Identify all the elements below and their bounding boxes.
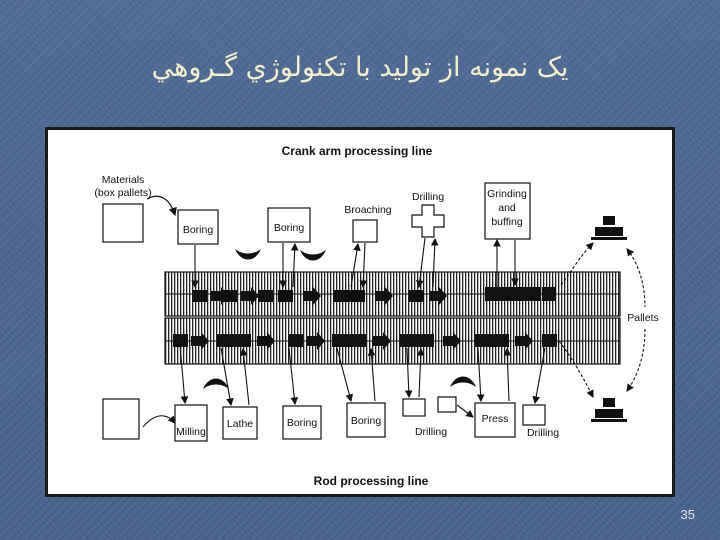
robot-arm-icon: [450, 376, 476, 387]
station-label: Boring: [183, 224, 214, 236]
station-boring-top-2: [267, 207, 311, 243]
conveyor-pallet: [333, 290, 365, 302]
flow-arrow: [375, 287, 393, 305]
pallets-label: Pallets: [627, 312, 659, 324]
station-label: Drilling: [415, 426, 447, 438]
conveyor-pallet: [173, 334, 188, 347]
station-drilling-top: [411, 204, 445, 238]
materials-top: Materials (box pallets): [94, 174, 177, 243]
robot-arms: [203, 249, 476, 389]
station-label: Boring: [287, 417, 318, 429]
station-label: Boring: [274, 222, 305, 234]
conveyor-pallet: [409, 290, 424, 302]
station-lathe: [222, 406, 258, 440]
flow-arrow: [429, 287, 447, 305]
flow-arrow: [241, 287, 259, 305]
materials-arrow: [146, 195, 177, 217]
materials-box-top: [102, 203, 144, 243]
flow-arrow: [307, 332, 325, 350]
flow-arrow: [373, 332, 391, 350]
station-label: and: [498, 202, 516, 214]
station-label: Press: [482, 413, 509, 425]
conveyor-lines: [164, 271, 621, 365]
materials-sublabel: (box pallets): [94, 187, 151, 199]
rod-line-title: Rod processing line: [314, 474, 429, 488]
station-press: [474, 402, 516, 438]
conveyor-pallet: [192, 290, 207, 302]
station-label: Lathe: [227, 418, 253, 430]
flow-arrows: [191, 287, 533, 350]
conveyor-pallet: [542, 334, 557, 347]
station-label: Boring: [351, 415, 382, 427]
station-label: buffing: [491, 216, 522, 228]
robot-arm-icon: [300, 250, 326, 261]
conveyor-pallet: [288, 334, 303, 347]
conveyor-pallet: [475, 334, 509, 347]
station-drilling-bottom-1-box: [402, 398, 426, 417]
station-milling: [174, 404, 208, 442]
conveyor-pallet: [485, 287, 541, 301]
station-label: Grinding: [487, 188, 527, 200]
materials-label: Materials: [102, 174, 145, 186]
flow-arrow: [515, 332, 533, 350]
manufacturing-diagram: Crank arm processing line Rod processing…: [45, 127, 675, 497]
pallet-stack-bottom: [591, 398, 627, 422]
bottom-stations: Milling Lathe Boring Boring Drilling Pre…: [174, 396, 559, 442]
flow-arrow: [191, 332, 209, 350]
flow-arrow: [443, 332, 461, 350]
conveyor-pallets: [173, 287, 557, 347]
station-label: Milling: [176, 426, 206, 438]
conveyor-pallet: [400, 334, 434, 347]
conveyor-pallet: [278, 290, 293, 302]
conveyor-pallet: [258, 290, 273, 302]
crank-arm-line-title: Crank arm processing line: [282, 144, 433, 158]
conveyor-pallet: [542, 287, 556, 301]
flow-arrow: [303, 287, 321, 305]
materials-box-bottom: [102, 398, 140, 440]
conveyor-pallet: [332, 334, 366, 347]
flow-arrow: [257, 332, 275, 350]
station-broaching: [352, 219, 378, 243]
pallet-stack-top: [591, 216, 627, 240]
transfer-arrows-top: [191, 237, 519, 289]
top-stations: Boring Boring Broaching Drilling Grindin…: [177, 182, 531, 245]
diagram-canvas: Crank arm processing line Rod processing…: [48, 130, 672, 494]
station-drilling-bottom-2-box: [522, 404, 546, 426]
robot-arm-icon: [235, 249, 261, 260]
station-grinding-buffing: [484, 182, 531, 240]
robot-arm-icon: [203, 378, 229, 389]
transfer-arrows-bottom: [179, 344, 546, 418]
station-boring-top-1: [177, 209, 219, 245]
slide-title: یک نمونه از تولید با تکنولوژي گـروهي: [151, 52, 569, 83]
materials-bottom-arrow: [142, 415, 176, 428]
station-label: Drilling: [412, 191, 444, 203]
drilling-fixture: [437, 396, 457, 413]
station-label: Drilling: [527, 427, 559, 439]
pallets-right: Pallets: [558, 216, 659, 422]
flow-arrow: [211, 287, 229, 305]
station-boring-bottom-1: [282, 405, 322, 440]
slide-number: 35: [680, 507, 695, 522]
station-boring-bottom-2: [346, 402, 386, 438]
station-label: Broaching: [344, 204, 391, 216]
conveyor-pallet: [217, 334, 251, 347]
